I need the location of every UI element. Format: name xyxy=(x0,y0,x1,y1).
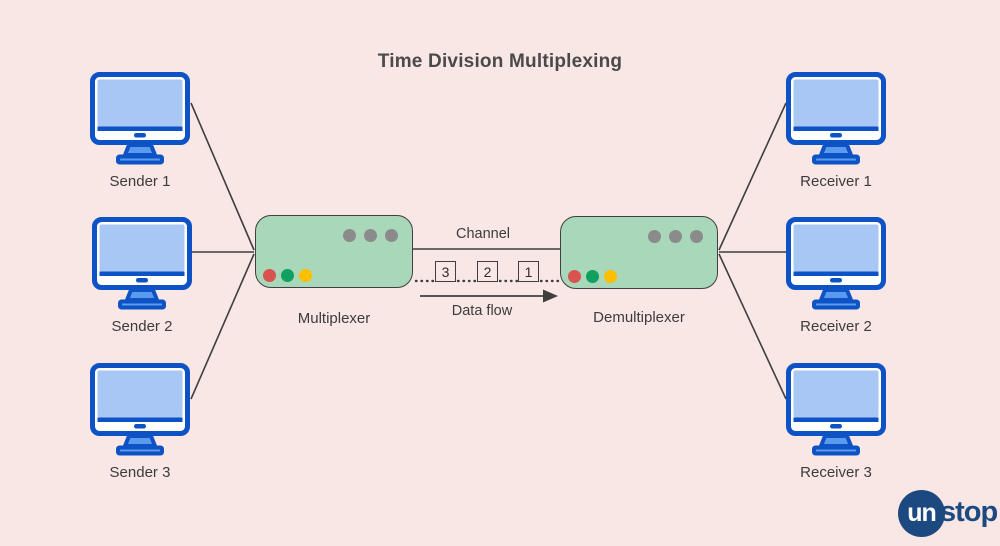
indicator-dot-green xyxy=(281,269,294,282)
sender-3-node: Sender 3 xyxy=(90,363,190,481)
time-slot-2: 2 xyxy=(477,261,498,282)
receiver-3-label: Receiver 3 xyxy=(800,464,872,481)
time-slot-1: 1 xyxy=(518,261,539,282)
receiver-1-node: Receiver 1 xyxy=(786,72,886,190)
multiplexer-box xyxy=(255,215,413,288)
logo-text-stop: stop xyxy=(940,495,998,528)
status-dot-gray xyxy=(385,229,398,242)
status-dot-gray xyxy=(690,230,703,243)
computer-monitor-icon xyxy=(90,363,190,456)
logo-text-un: un xyxy=(907,499,937,527)
status-dot-gray xyxy=(343,229,356,242)
channel-label: Channel xyxy=(455,226,511,242)
status-dot-gray xyxy=(648,230,661,243)
demultiplexer-label: Demultiplexer xyxy=(593,309,685,326)
receiver-1-label: Receiver 1 xyxy=(800,173,872,190)
computer-monitor-icon xyxy=(786,72,886,165)
computer-monitor-icon xyxy=(90,72,190,165)
data-flow-label: Data flow xyxy=(451,303,513,319)
receiver-2-label: Receiver 2 xyxy=(800,318,872,335)
indicator-dot-red xyxy=(568,270,581,283)
sender-2-node: Sender 2 xyxy=(92,217,192,335)
sender-3-label: Sender 3 xyxy=(109,464,171,481)
unstop-logo: un stop xyxy=(898,489,998,538)
indicator-dot-red xyxy=(263,269,276,282)
sender-2-label: Sender 2 xyxy=(111,318,173,335)
indicator-dot-green xyxy=(586,270,599,283)
computer-monitor-icon xyxy=(92,217,192,310)
receiver-3-node: Receiver 3 xyxy=(786,363,886,481)
indicator-dot-yellow xyxy=(299,269,312,282)
computer-monitor-icon xyxy=(786,217,886,310)
computer-monitor-icon xyxy=(786,363,886,456)
receiver-2-node: Receiver 2 xyxy=(786,217,886,335)
time-slot-3: 3 xyxy=(435,261,456,282)
status-dot-gray xyxy=(669,230,682,243)
sender-1-node: Sender 1 xyxy=(90,72,190,190)
demultiplexer-box xyxy=(560,216,718,289)
multiplexer-label: Multiplexer xyxy=(297,310,371,327)
page-title: Time Division Multiplexing xyxy=(377,51,623,72)
indicator-dot-yellow xyxy=(604,270,617,283)
sender-1-label: Sender 1 xyxy=(109,173,171,190)
status-dot-gray xyxy=(364,229,377,242)
data-flow-arrow xyxy=(420,289,558,303)
unstop-logo-circle: un xyxy=(898,490,945,537)
